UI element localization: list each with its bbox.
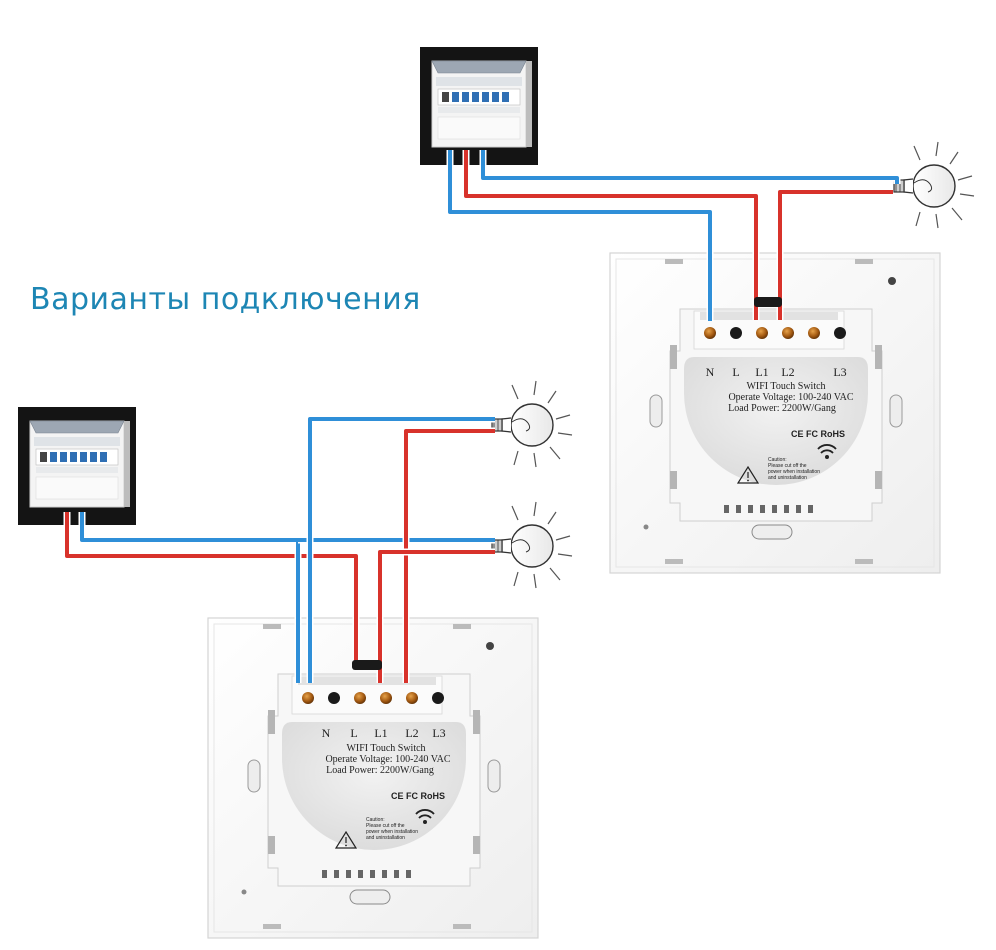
caution-line-2-lower: power when installation [366, 829, 418, 835]
terminal-label-n-lower: N [322, 726, 331, 740]
light-bulb-upper [893, 141, 975, 229]
product-name-lower: WIFI Touch Switch [346, 743, 425, 754]
terminal-label-l3: L3 [833, 365, 846, 379]
caution-line-3: and uninstallation [768, 475, 807, 481]
terminal-label-l1-lower: L1 [374, 726, 387, 740]
terminal-label-l-lower: L [350, 726, 357, 740]
breaker-box-lower [17, 406, 137, 526]
terminal-label-l3-lower: L3 [432, 726, 445, 740]
terminal-label-n: N [706, 365, 715, 379]
breaker-box-upper [419, 46, 539, 166]
load-power-lower: Load Power: 2200W/Gang [326, 765, 434, 776]
load-power: Load Power: 2200W/Gang [728, 403, 836, 414]
wires-lower [63, 415, 495, 683]
terminal-label-l2-lower: L2 [405, 726, 418, 740]
terminal-label-l1: L1 [755, 365, 768, 379]
light-bulb-lower-bottom [491, 501, 573, 589]
caution-line-1: Please cut off the [768, 463, 807, 469]
caution-title: Caution: [768, 457, 787, 463]
light-bulb-lower-top [491, 380, 573, 468]
operate-voltage: Operate Voltage: 100-240 VAC [728, 392, 853, 403]
caution-title-lower: Caution: [366, 817, 385, 823]
caution-line-3-lower: and uninstallation [366, 835, 405, 841]
switch-labels-lower: N L L1 L2 L3 WIFI Touch Switch Operate V… [322, 726, 451, 841]
caution-line-2: power when installation [768, 469, 820, 475]
diagram-title: Варианты подключения [30, 282, 421, 317]
caution-line-1-lower: Please cut off the [366, 823, 405, 829]
switch-labels-upper: N L L1 L2 L3 WIFI Touch Switch Operate V… [706, 365, 854, 481]
certification-marks-lower: CE FC RoHS [391, 791, 445, 801]
wires-upper [446, 150, 901, 321]
certification-marks: CE FC RoHS [791, 429, 845, 439]
terminal-label-l: L [732, 365, 739, 379]
operate-voltage-lower: Operate Voltage: 100-240 VAC [325, 754, 450, 765]
terminal-label-l2: L2 [781, 365, 794, 379]
product-name: WIFI Touch Switch [746, 381, 825, 392]
